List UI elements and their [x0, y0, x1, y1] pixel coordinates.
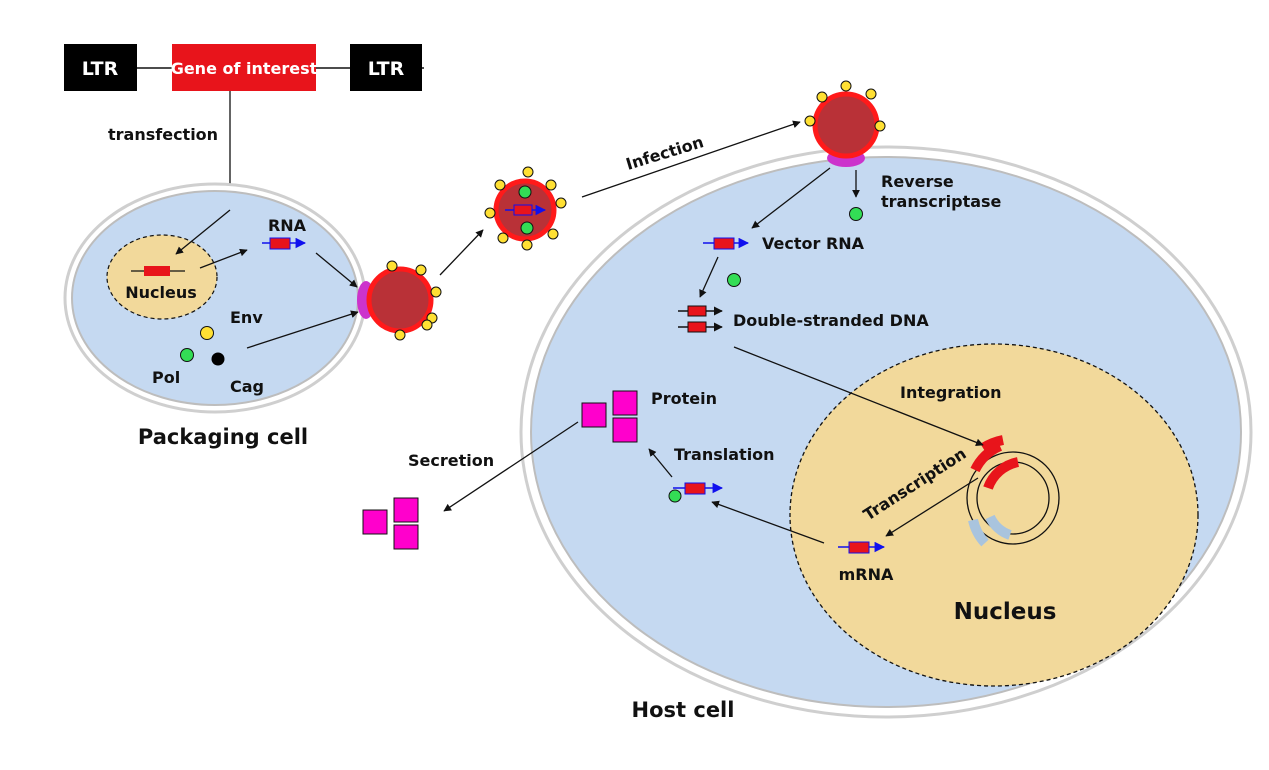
ltr-right-box [350, 44, 422, 91]
integration-label: Integration [900, 383, 1002, 402]
ltr-right-label: LTR [368, 58, 405, 80]
protein-cluster-inside [581, 390, 638, 443]
vector-construct: LTR Gene of interest LTR [64, 44, 424, 91]
packaging-cell-label: Packaging cell [138, 425, 308, 449]
integrated-gene-outer [980, 435, 1005, 453]
packaging-cell [63, 182, 367, 414]
infection-arrow [581, 120, 801, 198]
cag-protein [211, 352, 225, 366]
rna-symbol [262, 237, 307, 250]
mrna-label: mRNA [839, 565, 894, 584]
nucleus-small-label: Nucleus [125, 283, 197, 302]
infection-label: Infection [624, 132, 706, 174]
rna-label: RNA [268, 216, 307, 235]
genome-ring-outer [966, 451, 1060, 545]
protein-cluster-secreted [362, 497, 419, 550]
free-virus [484, 166, 567, 251]
reverse-transcriptase-dot [849, 207, 863, 221]
cag-label: Cag [230, 377, 264, 396]
integrated-gene-inner [983, 457, 1020, 490]
budding-virus [357, 260, 442, 341]
host-nucleus [789, 343, 1199, 687]
packaging-gene [144, 266, 170, 276]
free-polymerase-dot [727, 273, 741, 287]
reverse-label-line2: transcriptase [881, 192, 1002, 211]
env-protein [200, 326, 214, 340]
transcription-arrow [885, 477, 979, 537]
genome-segment-blue-2 [985, 514, 1012, 540]
translation-label: Translation [674, 445, 775, 464]
host-cell-label: Host cell [632, 698, 735, 722]
genome-segment-blue-1 [968, 518, 989, 547]
gene-of-interest-box [172, 44, 316, 91]
protein-label: Protein [651, 389, 717, 408]
nucleus-to-rna-arrow [199, 248, 248, 269]
gene-of-interest-label: Gene of interest [171, 59, 318, 78]
pol-label: Pol [152, 368, 180, 387]
secretion-label: Secretion [408, 451, 494, 470]
reverse-label-line1: Reverse [881, 172, 954, 191]
packaging-nucleus [106, 234, 218, 320]
vector-rna-label: Vector RNA [762, 234, 865, 253]
integration-arrow [733, 346, 984, 447]
docking-virus [804, 80, 886, 167]
env-label: Env [230, 308, 263, 327]
vector-rna-symbol [703, 237, 750, 250]
ds-dna-symbol [678, 305, 723, 333]
secretion-arrow [443, 421, 579, 512]
ltr-left-label: LTR [82, 58, 119, 80]
transfection-label: transfection [108, 125, 218, 144]
nucleus-big-label: Nucleus [954, 599, 1057, 625]
translation-complex [668, 482, 724, 503]
pol-protein [180, 348, 194, 362]
ltr-left-box [64, 44, 137, 91]
ds-dna-label: Double-stranded DNA [733, 311, 929, 330]
mrna-symbol [838, 541, 886, 554]
